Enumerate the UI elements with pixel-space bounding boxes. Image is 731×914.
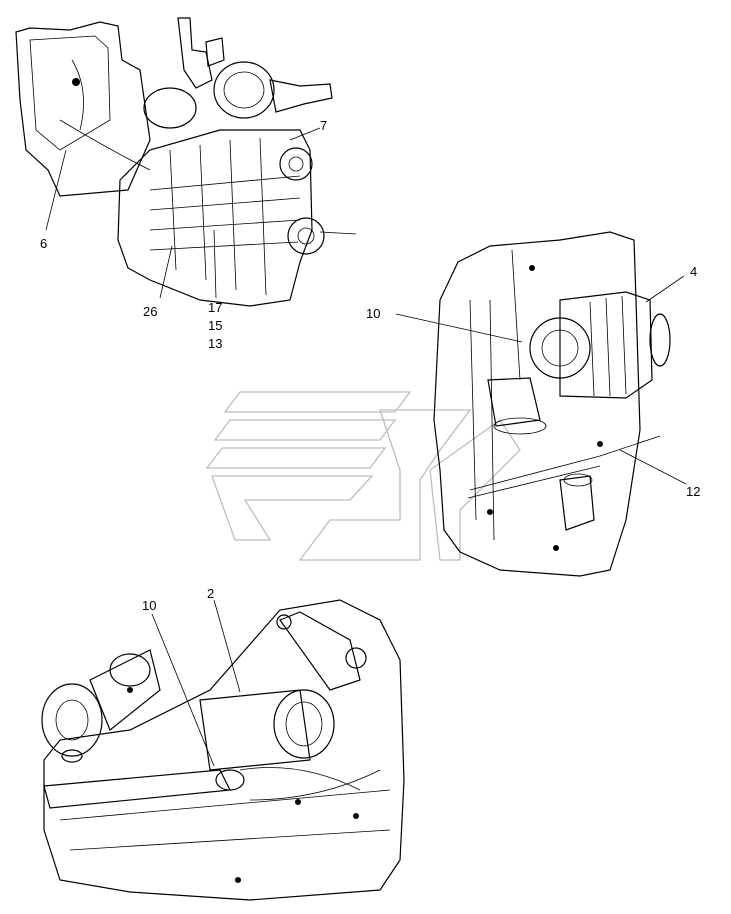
callout-6: 6 (40, 236, 47, 251)
callout-15: 15 (208, 318, 222, 333)
callout-13: 13 (208, 336, 222, 351)
watermark-logo (205, 391, 521, 561)
callout-10-bottom: 10 (142, 598, 156, 613)
callout-17: 17 (208, 300, 222, 315)
callout-12: 12 (686, 484, 700, 499)
starter-detail-illustration (41, 599, 405, 901)
callout-4: 4 (690, 264, 697, 279)
right-callout-leaders (395, 275, 687, 485)
engine-overview-illustration (15, 17, 357, 307)
callout-10-right: 10 (366, 306, 380, 321)
bottom-callout-leaders (151, 599, 241, 767)
top-callout-leaders (45, 127, 321, 299)
callout-7: 7 (320, 118, 327, 133)
alternator-detail-illustration (433, 231, 671, 577)
callout-26: 26 (143, 304, 157, 319)
callout-2: 2 (207, 586, 214, 601)
